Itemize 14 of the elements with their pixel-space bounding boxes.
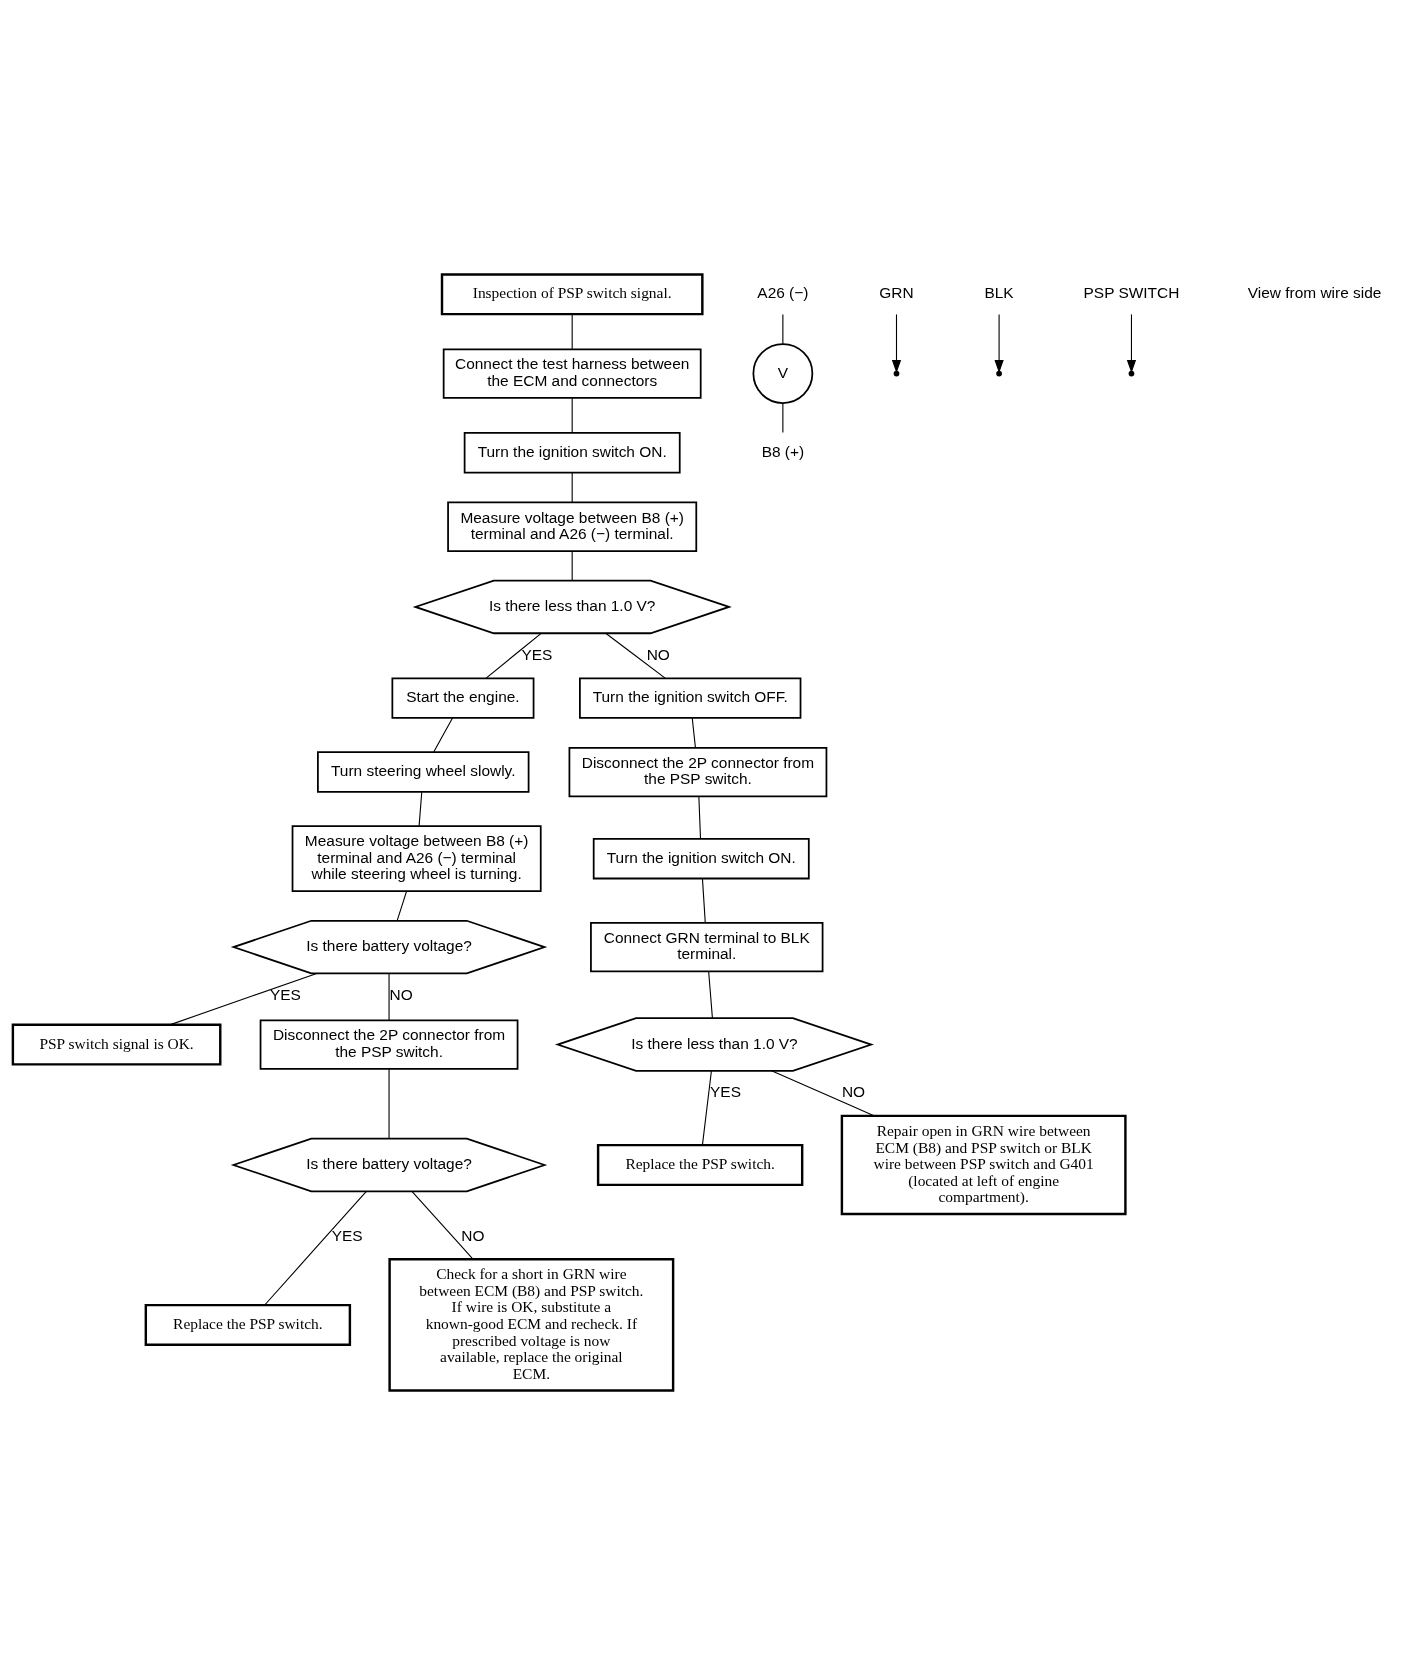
label: View from wire side <box>1247 283 1382 301</box>
edge-label: NO <box>646 645 670 663</box>
edge-label: YES <box>521 645 553 663</box>
node-text: PSP SWITCH <box>1083 283 1180 301</box>
node-text: GRN <box>879 283 914 301</box>
edge-label: YES <box>710 1082 741 1100</box>
edge-label: NO <box>841 1082 866 1100</box>
node-text: A26 (−) <box>757 283 809 301</box>
node-text: BLK <box>984 283 1014 301</box>
edge-label: NO <box>389 985 413 1003</box>
edge-label: YES <box>269 985 301 1003</box>
edge-label: NO <box>461 1226 485 1244</box>
edge-label: YES <box>331 1226 363 1244</box>
node-text: B8 (+) <box>761 442 805 460</box>
